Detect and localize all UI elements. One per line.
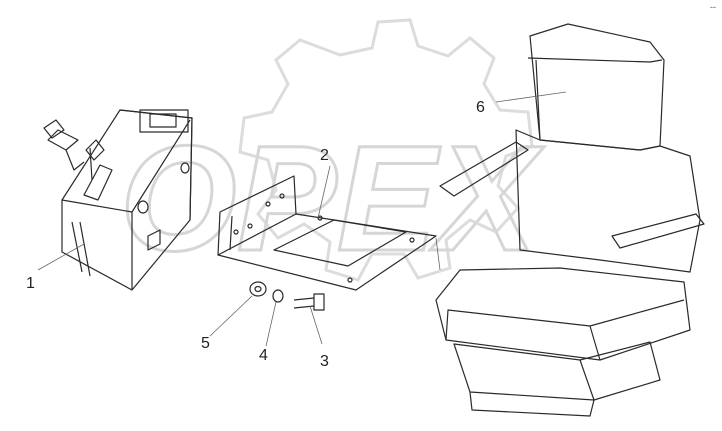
watermark-gear (238, 18, 534, 282)
bolt (293, 293, 325, 311)
callout-1: 1 (26, 275, 35, 292)
leader-lines (37, 91, 567, 347)
control-box (43, 109, 193, 291)
callout-2: 2 (320, 147, 329, 164)
corner-mark: -- (710, 2, 716, 12)
mounting-bracket (217, 175, 437, 291)
operator-seat (435, 23, 705, 417)
callout-3: 3 (320, 353, 329, 370)
callout-5: 5 (201, 335, 210, 352)
watermark: OPEX (119, 18, 546, 284)
callout-6: 6 (476, 99, 485, 116)
lock-washer (272, 289, 284, 303)
watermark-text: OPEX (120, 114, 545, 282)
callout-4: 4 (259, 347, 268, 364)
flat-washer (249, 281, 267, 297)
